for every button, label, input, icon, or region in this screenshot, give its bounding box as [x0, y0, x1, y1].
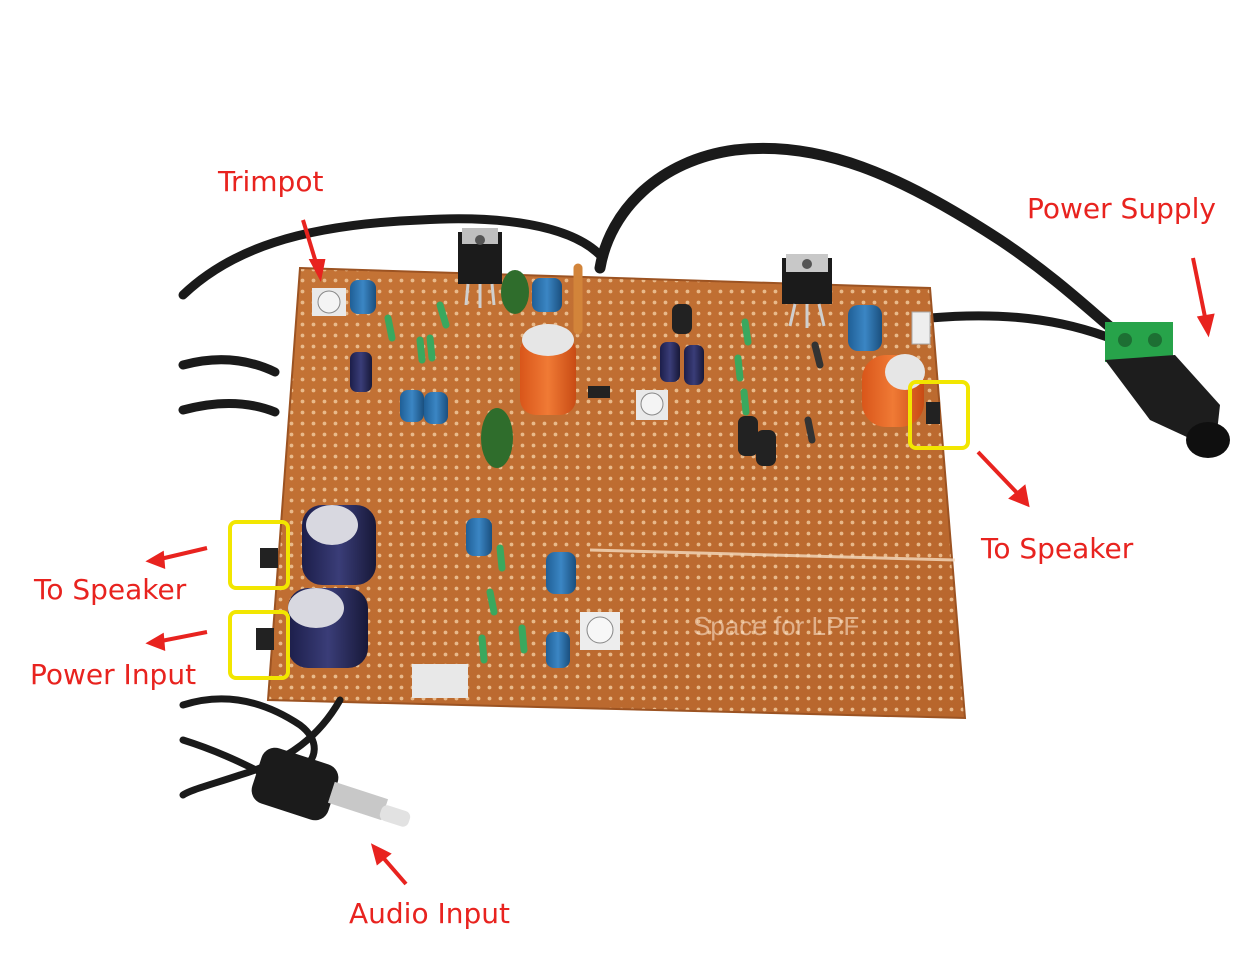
label-trimpot: Trimpot [218, 165, 324, 198]
headers [256, 311, 940, 650]
arrow-power-supply [1191, 257, 1208, 323]
highlight-speaker-right [908, 380, 970, 450]
audio-jack [251, 747, 411, 827]
board-note-lpf: Space for LPF [693, 611, 860, 641]
arrow-speaker-right [976, 450, 1022, 498]
voltage-regulators [412, 228, 832, 698]
arrow-speaker-left [155, 546, 208, 562]
arrow-power-input [155, 630, 208, 644]
resistors [384, 301, 824, 664]
highlight-boxes [228, 380, 970, 680]
label-to-speaker-left: To Speaker [34, 573, 187, 606]
label-power-input: Power Input [30, 658, 197, 691]
cables-front [179, 263, 583, 799]
annotation-arrows [145, 219, 1215, 886]
arrow-trimpot [301, 219, 319, 267]
capacitors [288, 270, 925, 668]
label-to-speaker-right: To Speaker [981, 532, 1134, 565]
label-audio-input: Audio Input [349, 897, 510, 930]
perfboard [266, 266, 967, 720]
label-power-supply: Power Supply [1027, 192, 1216, 225]
highlight-speaker-left [228, 520, 290, 590]
trimpots [312, 288, 668, 650]
cables-back [178, 142, 1126, 417]
highlight-power-input [228, 610, 290, 680]
power-supply-jack [1105, 322, 1230, 458]
